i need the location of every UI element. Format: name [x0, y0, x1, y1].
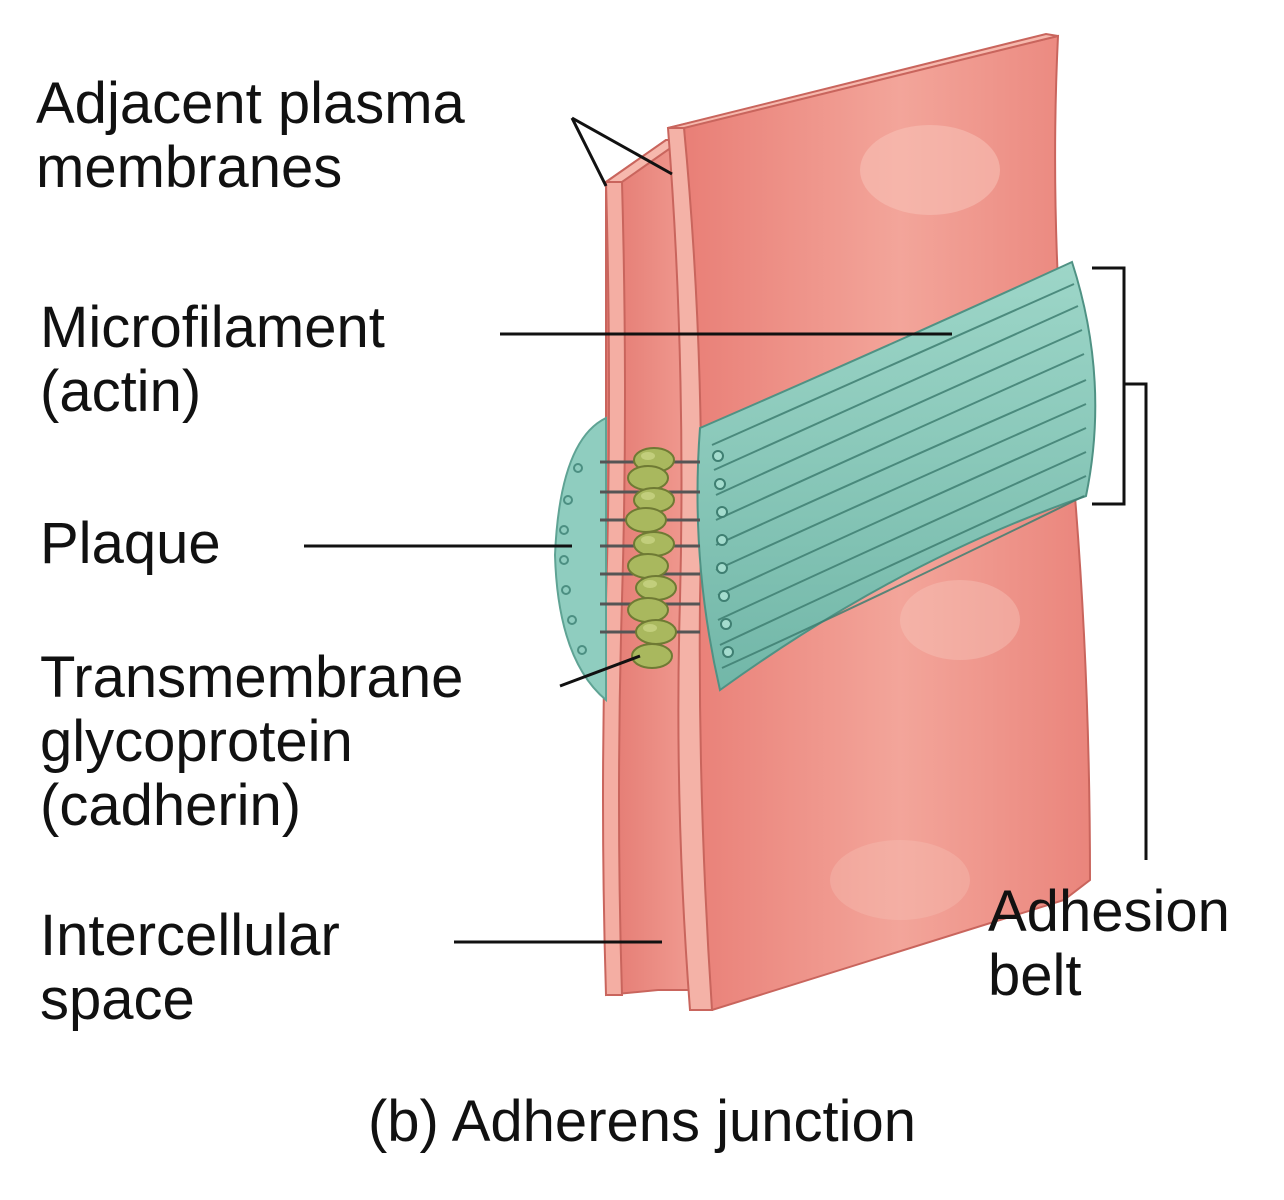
- figure-caption: (b) Adherens junction: [367, 1089, 917, 1154]
- label-line: glycoprotein: [40, 709, 353, 774]
- label-line: membranes: [36, 135, 343, 200]
- label-line: space: [40, 967, 195, 1032]
- label-plaque: Plaque: [40, 512, 221, 576]
- label-line: belt: [988, 943, 1082, 1008]
- label-line: Adjacent plasma: [36, 71, 465, 136]
- label-intercellular-space: Intercellular space: [40, 904, 340, 1032]
- adhesion-belt-bundle: [696, 260, 1097, 692]
- leader-lines: [304, 116, 952, 944]
- label-line: (cadherin): [40, 773, 302, 838]
- label-line: Transmembrane: [40, 645, 464, 710]
- membranes-leader-right: [571, 116, 673, 176]
- adhesion-belt-bracket: [1092, 266, 1148, 860]
- label-adhesion-belt: Adhesion belt: [988, 880, 1230, 1008]
- transmembrane-leader: [559, 654, 641, 688]
- label-line: Plaque: [40, 511, 221, 576]
- label-line: Intercellular: [40, 903, 340, 968]
- left-plaque: [553, 416, 607, 703]
- label-transmembrane-glycoprotein: Transmembrane glycoprotein (cadherin): [40, 646, 463, 838]
- membranes-leader-left: [570, 117, 608, 187]
- cadherin-proteins: [600, 447, 700, 669]
- label-line: Adhesion: [988, 879, 1230, 944]
- label-adjacent-plasma-membranes: Adjacent plasma membranes: [36, 72, 465, 200]
- label-microfilament: Microfilament (actin): [40, 296, 385, 424]
- label-line: (actin): [40, 359, 202, 424]
- label-line: Microfilament: [40, 295, 385, 360]
